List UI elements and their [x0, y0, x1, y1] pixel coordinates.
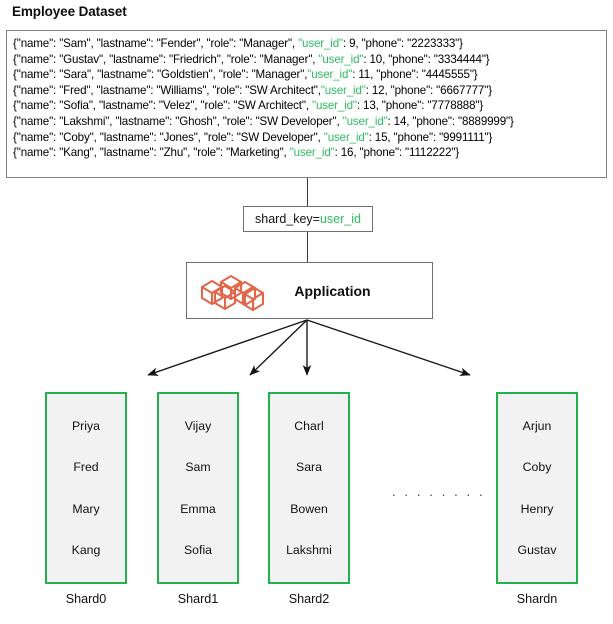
arrow-to-shard0 [147, 319, 308, 376]
dataset-record: {"name": "Coby", "lastname": "Jones", "r… [13, 130, 602, 146]
dataset-record: {"name": "Fred", "lastname": "Williams",… [13, 83, 602, 99]
page-title: Employee Dataset [12, 4, 127, 19]
shard-entry: Lakshmi [286, 543, 332, 558]
shard-entry: Sofia [183, 543, 213, 558]
record-user-id-rest: : 15, "phone": "9991111"} [368, 130, 493, 144]
shard-caption-shardn: Shardn [516, 592, 558, 606]
connector-shardkey-to-application [307, 232, 309, 263]
shard-entry: Coby [522, 460, 552, 475]
dataset-record: {"name": "Sara", "lastname": "Goldstien"… [13, 67, 602, 83]
record-prefix: {"name": "Lakshmi", "lastname": "Ghosh",… [13, 114, 343, 128]
shard-entry: Kang [71, 543, 101, 558]
connector-dataset-to-shardkey [307, 178, 309, 206]
record-user-id-key: "user_id" [323, 130, 369, 144]
record-user-id-rest: : 14, "phone": "8889999"} [387, 114, 514, 128]
record-user-id-rest: : 9, "phone": "2223333"} [342, 37, 463, 50]
shard-entry: Bowen [290, 501, 328, 516]
record-user-id-rest: : 13, "phone": "7778888"} [356, 99, 484, 113]
shard-entry: Emma [180, 501, 216, 516]
dataset-records: {"name": "Sam", "lastname": "Fender", "r… [13, 36, 602, 161]
dataset-json-box: {"name": "Sam", "lastname": "Fender", "r… [6, 30, 607, 178]
record-prefix: {"name": "Gustav", "lastname": "Friedric… [13, 52, 319, 66]
record-user-id-key: "user_id" [289, 146, 335, 160]
record-prefix: {"name": "Coby", "lastname": "Jones", "r… [13, 130, 324, 144]
shard-entry: Priya [71, 418, 101, 433]
record-user-id-rest: : 11, "phone": "4445555"} [352, 68, 478, 82]
shard-key-box: shard_key=user_id [243, 206, 373, 232]
record-prefix: {"name": "Fred", "lastname": "Williams",… [13, 83, 321, 97]
shard-entry: Gustav [517, 543, 557, 558]
ellipsis-indicator: . . . . . . . . [392, 484, 486, 499]
shard-entry: Fred [73, 460, 99, 475]
shard-entry: Vijay [184, 418, 212, 433]
shard-key-label: shard_key= [255, 212, 320, 226]
record-user-id-key: "user_id" [320, 83, 366, 97]
shard-entry: Charl [294, 418, 324, 433]
shard-entry: Sara [296, 460, 322, 475]
record-user-id-key: "user_id" [298, 37, 343, 50]
record-user-id-rest: : 16, "phone": "1112222"} [334, 146, 460, 160]
record-prefix: {"name": "Sofia", "lastname": "Velez", "… [13, 99, 312, 113]
dataset-record: {"name": "Sam", "lastname": "Fender", "r… [13, 36, 602, 52]
dataset-record: {"name": "Sofia", "lastname": "Velez", "… [13, 98, 602, 114]
dataset-record: {"name": "Gustav", "lastname": "Friedric… [13, 52, 602, 68]
arrow-to-shard1 [249, 319, 308, 376]
record-user-id-key: "user_id" [342, 114, 388, 128]
shard-key-value: user_id [319, 212, 361, 226]
record-user-id-rest: : 10, "phone": "3334444"} [363, 52, 490, 66]
arrow-to-shardn [306, 319, 471, 376]
record-prefix: {"name": "Sara", "lastname": "Goldstien"… [13, 68, 308, 82]
dataset-record: {"name": "Kang", "lastname": "Zhu", "rol… [13, 145, 602, 161]
shard-caption-shard2: Shard2 [288, 592, 330, 606]
shard-entry: Arjun [522, 418, 552, 433]
shard-caption-shard0: Shard0 [65, 592, 107, 606]
record-prefix: {"name": "Kang", "lastname": "Zhu", "rol… [13, 146, 290, 160]
shard-caption-shard1: Shard1 [177, 592, 219, 606]
record-user-id-key: "user_id" [307, 68, 353, 82]
record-user-id-key: "user_id" [318, 52, 364, 66]
cubes-icon [200, 274, 265, 312]
shard-entry: Mary [72, 501, 100, 516]
record-user-id-rest: : 12, "phone": "6667777"} [365, 83, 492, 97]
shard-entry: Sam [185, 460, 211, 475]
record-prefix: {"name": "Sam", "lastname": "Fender", "r… [13, 37, 299, 50]
dataset-record: {"name": "Lakshmi", "lastname": "Ghosh",… [13, 114, 602, 130]
record-user-id-key: "user_id" [311, 99, 357, 113]
shard-entry: Henry [520, 501, 554, 516]
